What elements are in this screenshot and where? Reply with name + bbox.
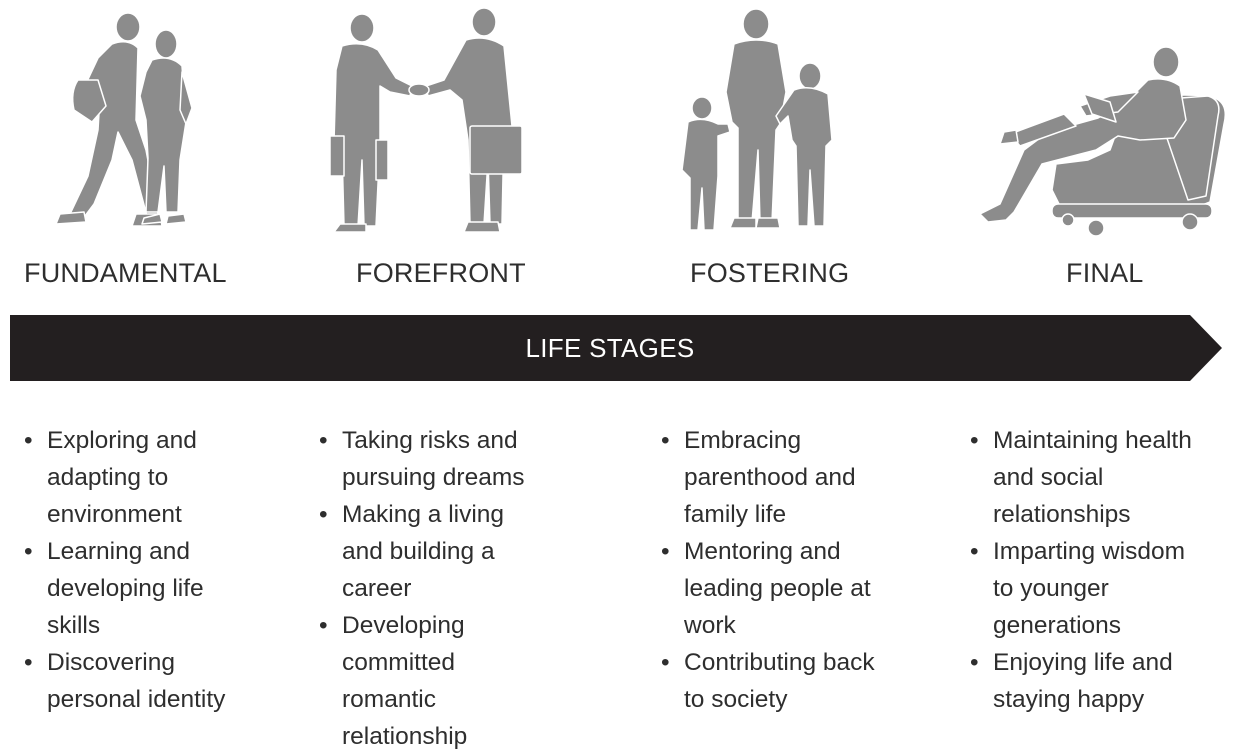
walking-couple-icon	[55, 12, 193, 227]
life-stages-label: LIFE STAGES	[525, 333, 695, 363]
list-item: Embracing parenthood and family life	[657, 422, 897, 533]
family-icon	[681, 8, 833, 231]
list-item: Developing committed romantic relationsh…	[315, 607, 545, 755]
list-item: Learning and developing life skills	[20, 533, 260, 644]
business-handshake-icon	[329, 7, 523, 233]
stage-bullets-final: Maintaining health and social relationsh…	[966, 422, 1206, 718]
list-item: Contributing back to society	[657, 644, 897, 718]
list-item: Making a living and building a career	[315, 496, 545, 607]
man-reading-in-armchair-icon	[979, 46, 1226, 237]
list-item: Imparting wisdom to younger generations	[966, 533, 1206, 644]
life-stages-arrow	[10, 315, 1222, 381]
stage-bullets-fostering: Embracing parenthood and family life Men…	[657, 422, 897, 718]
stage-title-final: FINAL	[1066, 258, 1144, 288]
list-item: Maintaining health and social relationsh…	[966, 422, 1206, 533]
stage-bullets-fundamental: Exploring and adapting to environment Le…	[20, 422, 260, 718]
stage-title-forefront: FOREFRONT	[356, 258, 526, 288]
stage-bullets-forefront: Taking risks and pursuing dreams Making …	[315, 422, 545, 755]
stage-title-fostering: FOSTERING	[690, 258, 850, 288]
list-item: Enjoying life and staying happy	[966, 644, 1206, 718]
stage-title-fundamental: FUNDAMENTAL	[24, 258, 227, 288]
list-item: Taking risks and pursuing dreams	[315, 422, 545, 496]
list-item: Exploring and adapting to environment	[20, 422, 260, 533]
list-item: Mentoring and leading people at work	[657, 533, 897, 644]
list-item: Discovering personal identity	[20, 644, 260, 718]
